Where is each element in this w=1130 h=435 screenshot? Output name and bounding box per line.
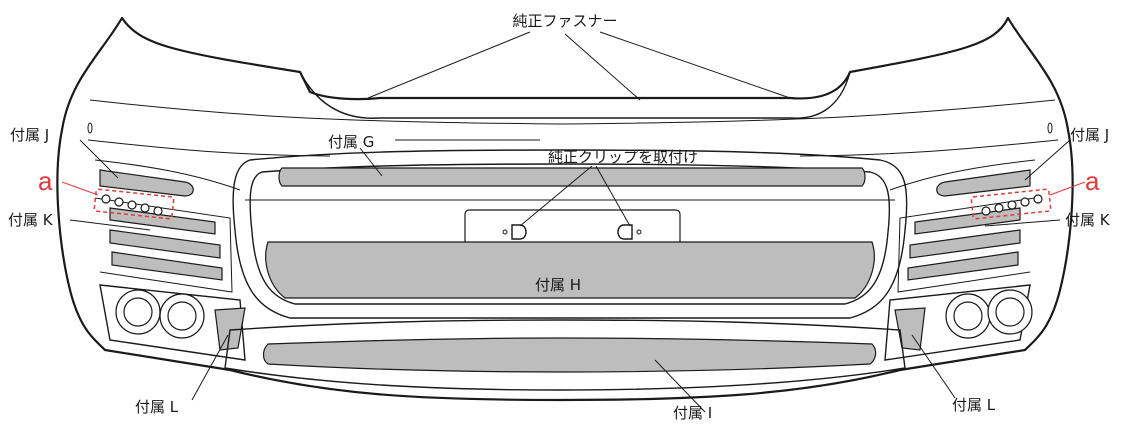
upper-lip-curve	[299, 71, 851, 119]
part-j-right	[936, 169, 1031, 197]
part-j-left	[99, 169, 194, 197]
left-vent-border	[94, 197, 233, 293]
right-vent-border	[897, 197, 1036, 293]
marker-a-right-dot-4	[1020, 197, 1030, 207]
marker-a-right-dot-2	[994, 203, 1004, 213]
left-lamp-inner-1	[123, 297, 153, 327]
marker-a-left-dot-4	[140, 203, 150, 213]
label-part-i: 付属 I	[673, 404, 712, 422]
grille-frame-outer	[232, 149, 908, 319]
part-l-right	[894, 307, 926, 351]
part-l-left	[214, 307, 246, 351]
left-slat-line-1	[94, 159, 241, 191]
leader-l-right	[911, 334, 956, 399]
marker-a-left-dot-2	[114, 197, 124, 207]
label-k-right: 付属 K	[1065, 211, 1111, 229]
leader-a-right	[1049, 181, 1086, 196]
left-slat-1	[109, 207, 216, 235]
part-i	[262, 337, 877, 373]
label-fastener: 純正ファスナー	[512, 12, 617, 30]
leader-fastener	[367, 31, 791, 101]
leader-part-g	[359, 139, 540, 177]
lower-lip-outer	[224, 319, 906, 391]
grille-frame-inner	[249, 163, 891, 305]
right-slat-line-1	[889, 159, 1036, 191]
right-slat-2	[909, 229, 1021, 259]
right-side-marker	[1047, 122, 1053, 134]
label-part-g: 付属 G	[328, 133, 374, 151]
marker-a-left-box	[93, 188, 175, 220]
marker-a-left-dot-3	[127, 200, 137, 210]
upper-crease-3	[799, 139, 1059, 157]
marker-a-right-dot-5	[1033, 194, 1043, 204]
left-slat-3	[111, 251, 223, 281]
part-h	[265, 241, 875, 299]
label-marker-a-right: a	[1085, 166, 1100, 196]
label-k-left: 付属 K	[8, 211, 54, 229]
leader-k-left	[69, 219, 151, 231]
label-marker-a-left: a	[38, 166, 53, 196]
right-lamp-inner-2	[995, 297, 1025, 327]
label-j-left: 付属 J	[10, 126, 49, 144]
right-lamp-inner-1	[953, 301, 983, 331]
leader-k-right	[984, 219, 1061, 227]
leader-part-i	[654, 359, 706, 413]
leader-l-left	[191, 334, 229, 401]
label-l-left: 付属 L	[135, 398, 179, 416]
plate-bolt-left	[502, 229, 508, 235]
right-slat-3	[907, 251, 1019, 281]
marker-a-left-dot-1	[101, 194, 111, 204]
leader-clip	[519, 165, 631, 227]
left-side-marker	[87, 122, 93, 134]
label-part-h: 付属 H	[535, 276, 581, 294]
upper-crease-2	[87, 139, 331, 157]
left-slat-2	[109, 229, 221, 259]
label-clip: 純正クリップを取付け	[548, 148, 698, 166]
leader-j-left	[79, 139, 119, 179]
marker-a-right-box	[970, 188, 1052, 220]
left-lamp-inner-2	[167, 301, 197, 331]
part-g	[278, 167, 866, 187]
upper-crease	[89, 99, 1056, 125]
left-lamp-housing	[99, 284, 246, 361]
label-l-right: 付属 L	[952, 396, 996, 414]
leader-j-right	[1024, 139, 1071, 181]
marker-a-right-dot-1	[981, 206, 991, 216]
plate-bolt-right	[636, 229, 642, 235]
clip-right	[617, 224, 633, 240]
marker-a-right-dot-3	[1007, 200, 1017, 210]
right-slat-1	[914, 207, 1021, 235]
marker-a-left-dot-5	[153, 206, 163, 216]
leader-a-left	[61, 181, 99, 196]
label-j-right: 付属 J	[1070, 126, 1109, 144]
